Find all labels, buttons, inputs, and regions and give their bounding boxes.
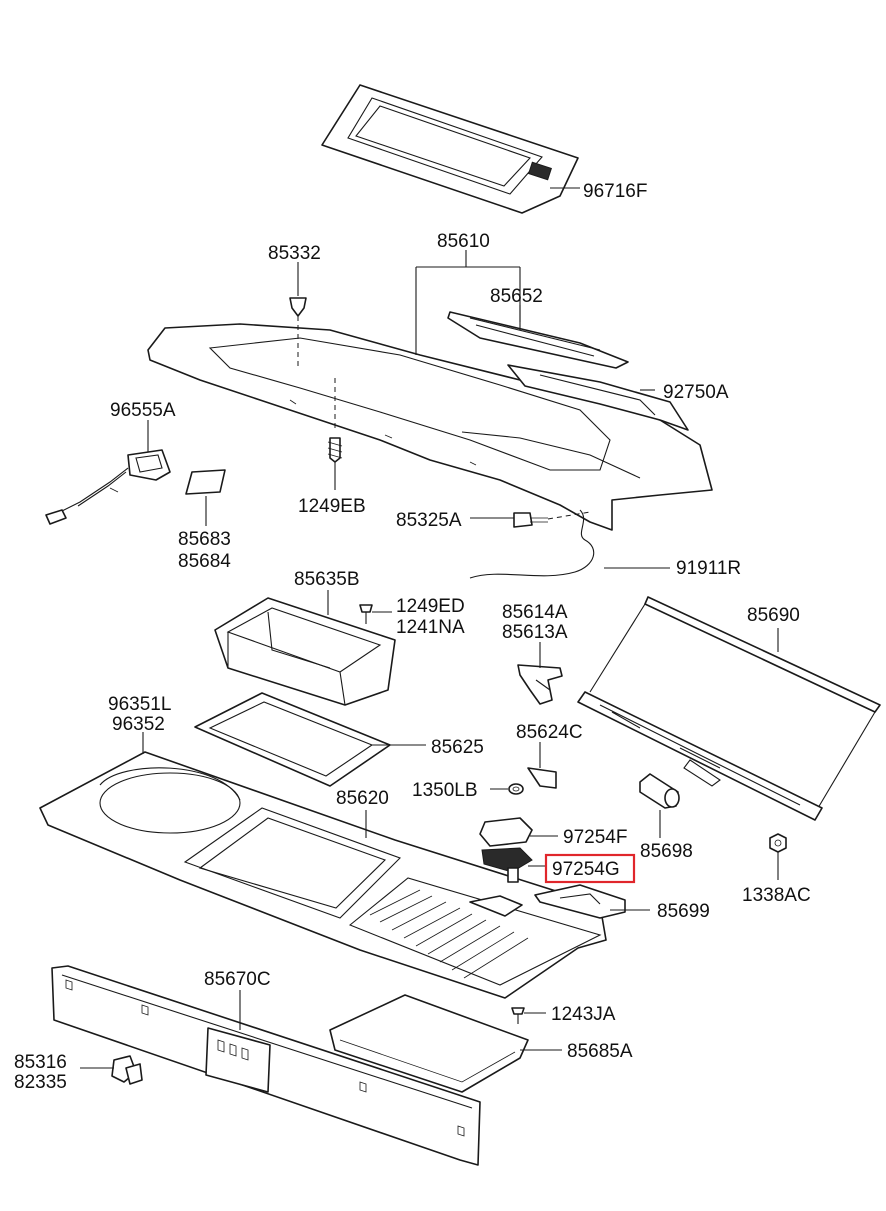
highlight-box-97254g [544,853,636,884]
part-85325a-screw [513,511,591,528]
label-85620: 85620 [336,788,389,809]
part-97254g-lamp-socket [481,847,533,883]
label-85684: 85684 [178,551,231,572]
label-82335: 82335 [14,1072,67,1093]
label-92750a: 92750A [663,382,729,403]
label-1241na: 1241NA [396,617,465,638]
part-97254f-cover [479,817,533,847]
label-85316: 85316 [14,1052,67,1073]
label-97254f: 97254F [563,827,627,848]
label-85624c: 85624C [516,722,583,743]
part-85685a-cover-plate [329,994,529,1093]
label-85614a: 85614A [502,602,568,623]
label-85683: 85683 [178,529,231,550]
label-85699: 85699 [657,901,710,922]
part-1338ac-nut [769,833,787,853]
part-85625-mat [194,692,391,787]
label-85690: 85690 [747,605,800,626]
label-97254g: 97254G [552,859,620,880]
label-96555a: 96555A [110,400,176,421]
label-85652: 85652 [490,286,543,307]
label-1249ed: 1249ED [396,596,465,617]
part-96555a-antenna-module [45,449,171,525]
label-85325a: 85325A [396,510,462,531]
label-96716f: 96716F [583,181,647,202]
part-1350lb-nut [508,783,524,795]
part-85316-82335-clip [111,1055,143,1085]
part-85699-bracket [534,884,626,919]
part-85610-package-tray [147,311,713,531]
part-85690-cargo-screen [577,596,881,821]
leader-lines [80,187,779,1069]
part-85614a-bracket [517,664,563,705]
part-85635b-storage-box [214,597,396,706]
label-85625: 85625 [431,737,484,758]
part-85698-damper [639,773,680,809]
part-85620-floor-panel [39,751,607,999]
label-1350lb: 1350LB [412,780,478,801]
part-91911r-wiring-harness [469,509,595,579]
label-85635b: 85635B [294,569,360,590]
label-85670c: 85670C [204,969,271,990]
label-1338ac: 1338AC [742,885,811,906]
label-85332: 85332 [268,243,321,264]
label-85698: 85698 [640,841,693,862]
part-85683-85684-pad [185,469,226,495]
part-1243ja-screw [511,1007,525,1024]
label-91911r: 91911R [676,558,741,579]
part-85624c-clip [527,767,557,789]
label-85685a: 85685A [567,1041,633,1062]
label-85613a: 85613A [502,622,568,643]
label-96351l: 96351L [108,694,171,715]
part-85332-pin [289,297,307,370]
label-85610: 85610 [437,231,490,252]
label-1243ja: 1243JA [551,1004,616,1025]
label-1249eb: 1249EB [298,496,366,517]
part-1249ed-screw [359,604,373,624]
part-96716f-lamp-panel [321,84,579,214]
part-1249eb-screw [327,378,343,463]
part-85670c-rear-trim [51,965,481,1166]
callout-labels: 96716F 85610 85332 85652 92750A 96555A 8… [14,181,811,1093]
label-96352: 96352 [112,714,165,735]
